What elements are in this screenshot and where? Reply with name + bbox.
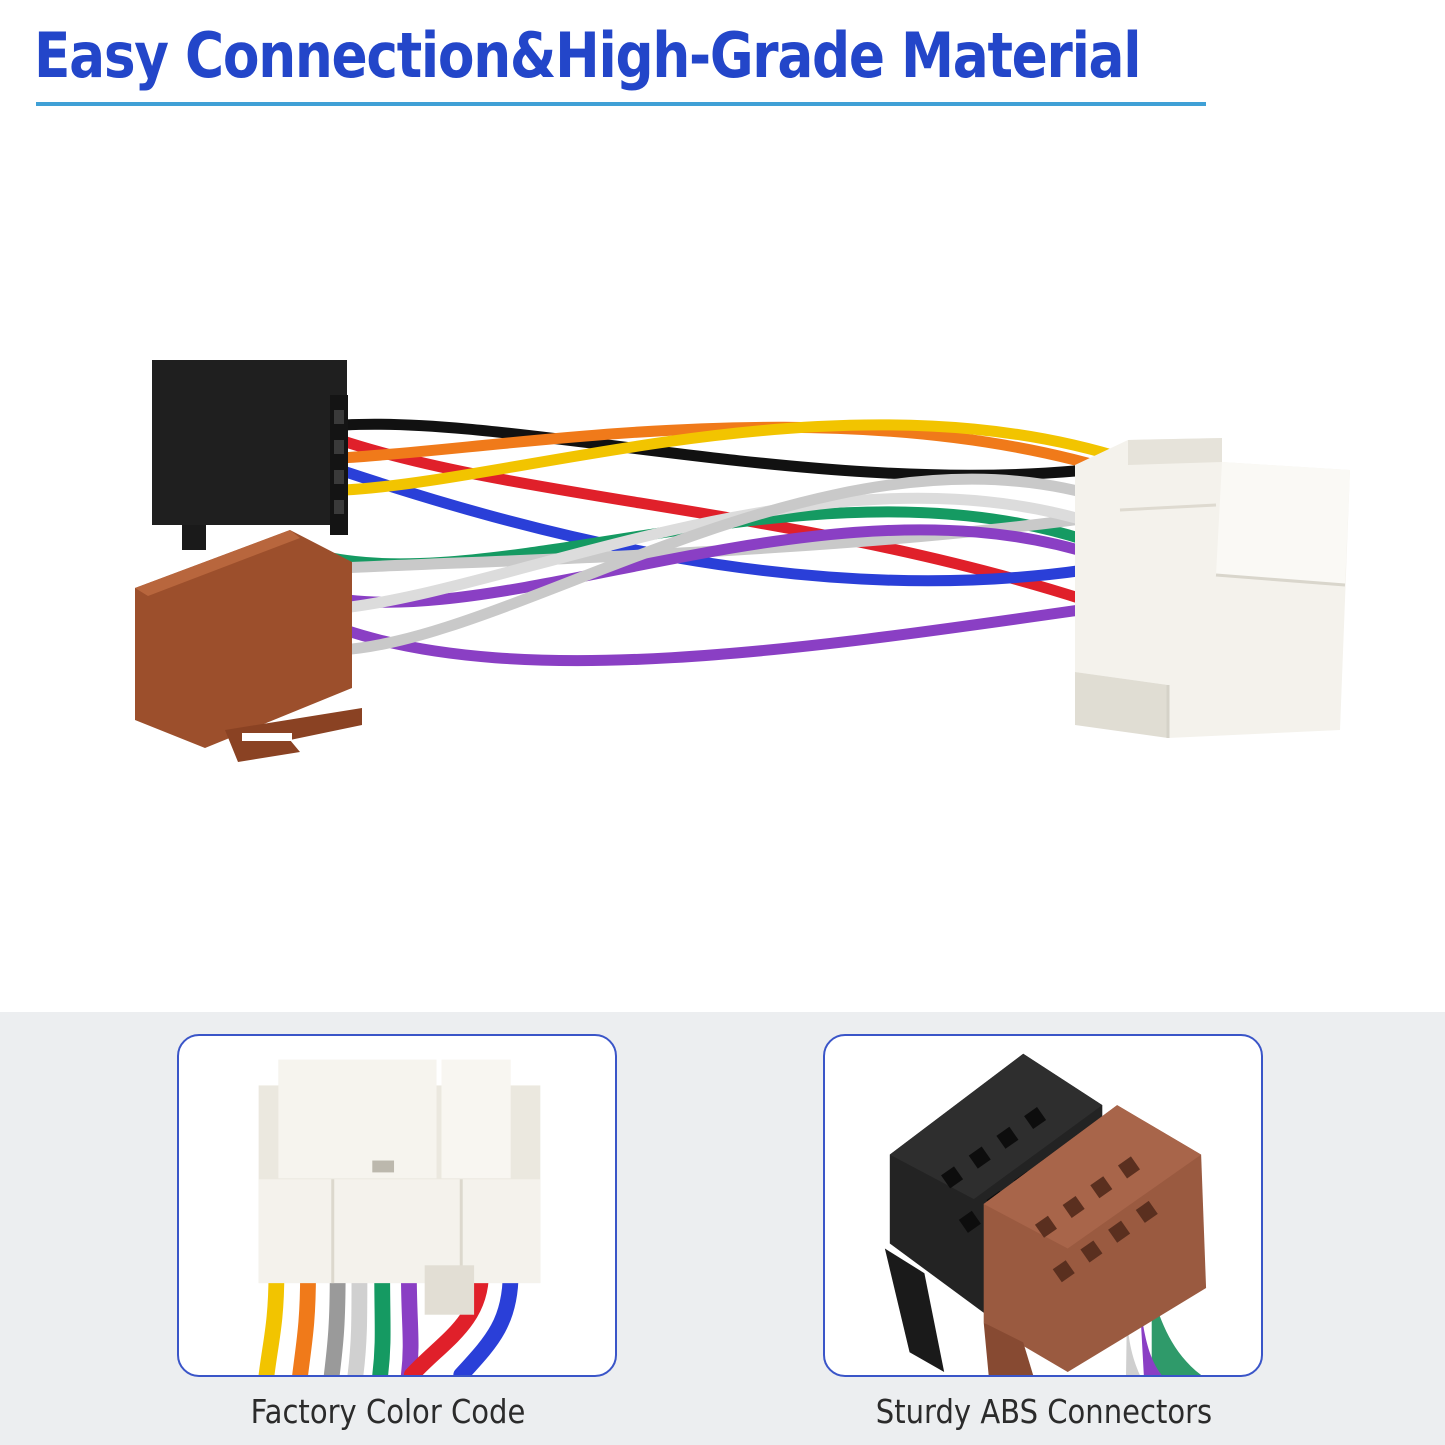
- pin-socket: [1052, 1260, 1075, 1283]
- black-iso-connector: [152, 360, 348, 550]
- color-coded-wire: [372, 1265, 391, 1375]
- pin-socket: [968, 1146, 991, 1169]
- feature-card-abs-connectors: [823, 1034, 1263, 1377]
- brown-iso-connector: [135, 530, 362, 762]
- feature-caption-abs-connectors: Sturdy ABS Connectors: [875, 1392, 1213, 1431]
- color-coded-wire: [403, 1265, 489, 1375]
- color-coded-wire: [347, 1265, 368, 1375]
- color-coded-wire: [323, 1265, 346, 1375]
- harness-wire: [339, 418, 1134, 481]
- harness-wire: [314, 492, 1106, 616]
- pin-socket: [1034, 1215, 1057, 1238]
- harness-wire: [339, 604, 1086, 667]
- harness-wires: [294, 418, 1134, 667]
- pin-socket: [1062, 1195, 1085, 1218]
- pin-socket: [1135, 1200, 1158, 1223]
- feature-caption-color-code: Factory Color Code: [250, 1392, 526, 1431]
- color-coded-wire: [258, 1265, 285, 1375]
- pin-socket: [996, 1126, 1019, 1149]
- harness-wire: [334, 421, 1134, 481]
- pin-socket: [1080, 1240, 1103, 1263]
- color-coded-wire: [400, 1265, 419, 1375]
- color-coded-wire: [453, 1265, 519, 1375]
- white-connector-closeup-icon: [258, 1059, 541, 1375]
- harness-wire: [334, 434, 1091, 606]
- pin-socket: [1090, 1176, 1113, 1199]
- harness-wire: [339, 419, 1134, 496]
- white-harness-connector: [1075, 438, 1350, 738]
- pin-socket: [1024, 1107, 1047, 1130]
- color-coded-wire: [292, 1265, 316, 1375]
- page-title: Easy Connection&High-Grade Material: [34, 19, 1142, 92]
- wiring-harness-icon: [135, 360, 1350, 762]
- pin-socket: [1108, 1220, 1131, 1243]
- iso-connectors-closeup-icon: [884, 1053, 1207, 1375]
- harness-wire: [334, 473, 1116, 656]
- pin-socket: [1117, 1156, 1140, 1179]
- pin-socket: [941, 1166, 964, 1189]
- title-underline: [36, 102, 1206, 106]
- feature-card-color-code: [177, 1034, 617, 1377]
- pin-socket: [958, 1210, 981, 1233]
- color-coded-wires: [258, 1265, 519, 1375]
